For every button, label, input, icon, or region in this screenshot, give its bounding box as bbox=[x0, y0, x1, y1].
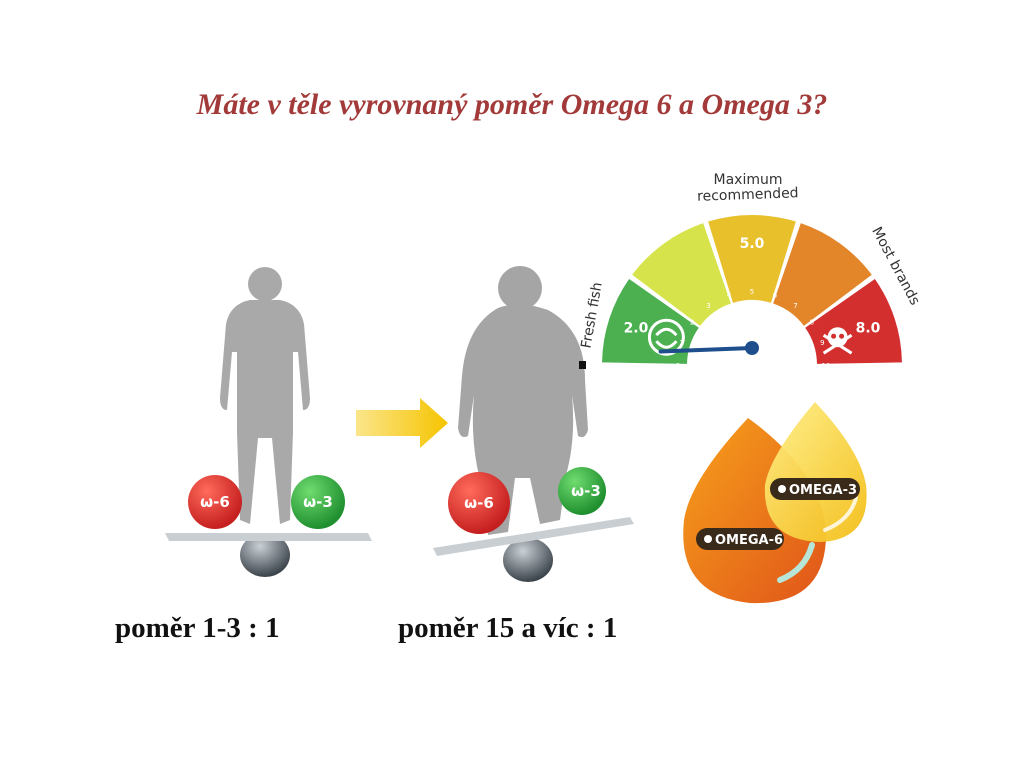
gauge-tick-label: 10 bbox=[822, 362, 831, 370]
maximum-recommended-label: recommended bbox=[697, 185, 799, 205]
omega3-ball-icon bbox=[291, 475, 345, 529]
omega3-ball-label: ω-3 bbox=[571, 482, 601, 500]
maximum-recommended-label: Maximum bbox=[714, 172, 783, 188]
gauge-segment-value: 8.0 bbox=[856, 320, 881, 336]
page-title: Máte v těle vyrovnaný poměr Omega 6 a Om… bbox=[196, 88, 828, 121]
omega3-ball-icon bbox=[558, 467, 606, 515]
gauge-tick-label: 4 bbox=[727, 292, 732, 300]
fresh-fish-label: Fresh fish bbox=[578, 281, 605, 349]
pivot-ball-icon bbox=[240, 533, 290, 577]
gauge-tick-label: 8 bbox=[810, 319, 814, 327]
gauge-needle bbox=[658, 341, 759, 355]
pivot-ball-icon bbox=[503, 538, 553, 582]
omega-drops-icon: OMEGA-3 OMEGA-6 bbox=[683, 402, 867, 604]
scale-board bbox=[433, 517, 634, 556]
omega6-label: OMEGA-6 bbox=[715, 533, 783, 548]
omega6-ball-icon bbox=[448, 472, 510, 534]
fish-icon bbox=[647, 318, 685, 356]
gauge-tick-label: 5 bbox=[750, 288, 754, 296]
gauge-tick-label: 9 bbox=[820, 339, 824, 347]
unbalanced-scale: ω-6 ω-3 bbox=[433, 266, 634, 582]
skull-icon bbox=[822, 327, 853, 355]
scale-board bbox=[165, 533, 372, 541]
omega3-drop-icon bbox=[764, 402, 867, 542]
omega6-badge bbox=[696, 528, 784, 550]
balanced-scale: ω-6 ω-3 bbox=[165, 267, 372, 577]
omega3-badge bbox=[770, 478, 860, 500]
gauge-segment bbox=[632, 223, 731, 326]
omega6-ball-label: ω-6 bbox=[464, 494, 494, 512]
omega6-ball-label: ω-6 bbox=[200, 493, 230, 511]
omega3-label: OMEGA-3 bbox=[789, 483, 857, 498]
gauge-tick-label: 7 bbox=[793, 302, 797, 310]
gauge-tick-label: 6 bbox=[773, 292, 778, 300]
gauge-segment-value: 2.0 bbox=[624, 320, 649, 336]
arrow-right-icon bbox=[356, 398, 448, 448]
omega6-ball-icon bbox=[188, 475, 242, 529]
gauge-tick-label: 3 bbox=[706, 302, 710, 310]
slim-person-icon bbox=[220, 267, 310, 524]
gauge-segment bbox=[773, 223, 872, 326]
unbalanced-ratio-caption: poměr 15 a víc : 1 bbox=[398, 612, 618, 644]
balanced-ratio-caption: poměr 1-3 : 1 bbox=[115, 612, 280, 644]
gauge-tick-label: 2 bbox=[690, 319, 694, 327]
marker-square bbox=[579, 361, 586, 369]
omega3-ball-label: ω-3 bbox=[303, 493, 333, 511]
gauge-tick-label: 0 bbox=[676, 362, 680, 370]
gauge-segment bbox=[708, 215, 796, 303]
gauge-segment-value: 5.0 bbox=[740, 236, 765, 252]
